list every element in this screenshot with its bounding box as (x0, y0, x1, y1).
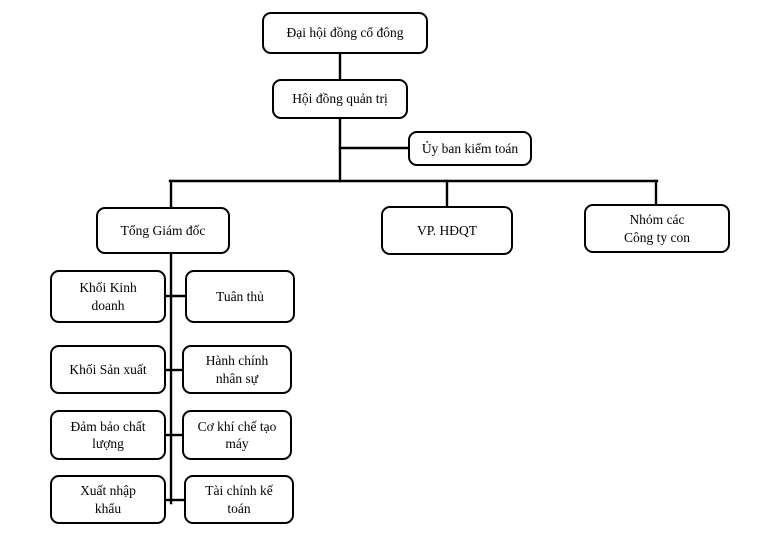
node-shareholders-meeting[interactable]: Đại hội đồng cổ đông (262, 12, 428, 54)
node-compliance[interactable]: Tuân thủ (185, 270, 295, 323)
node-label: Nhóm các Công ty con (624, 212, 690, 245)
node-quality-assurance[interactable]: Đảm bảo chất lượng (50, 410, 166, 460)
node-label: VP. HĐQT (416, 222, 477, 238)
node-subsidiaries[interactable]: Nhóm các Công ty con (584, 204, 730, 253)
node-import-export[interactable]: Xuất nhập khẩu (50, 475, 166, 524)
node-label: Cơ khí chế tạo máy (197, 418, 277, 451)
node-label: Hành chính nhân sự (205, 353, 269, 386)
node-board-of-directors[interactable]: Hội đồng quản trị (272, 79, 408, 119)
node-label: Đại hội đồng cổ đông (286, 25, 404, 41)
node-label: Tuân thủ (216, 288, 264, 304)
node-label: Ủy ban kiểm toán (421, 140, 519, 156)
node-bod-office[interactable]: VP. HĐQT (381, 206, 513, 255)
node-ceo[interactable]: Tổng Giám đốc (96, 207, 230, 254)
node-mechanical-manufacturing[interactable]: Cơ khí chế tạo máy (182, 410, 292, 460)
node-label: Xuất nhập khẩu (80, 483, 136, 516)
node-production-division[interactable]: Khối Sản xuất (50, 345, 166, 394)
node-label: Tài chính kế toán (205, 483, 273, 516)
node-business-division[interactable]: Khối Kinh doanh (50, 270, 166, 323)
node-label: Đảm bảo chất lượng (70, 418, 146, 451)
node-label: Khối Kinh doanh (79, 280, 137, 313)
node-finance-accounting[interactable]: Tài chính kế toán (184, 475, 294, 524)
node-label: Khối Sản xuất (69, 361, 147, 377)
node-label: Hội đồng quản trị (292, 91, 388, 107)
node-hr-admin[interactable]: Hành chính nhân sự (182, 345, 292, 394)
node-audit-committee[interactable]: Ủy ban kiểm toán (408, 131, 532, 166)
node-label: Tổng Giám đốc (120, 222, 206, 238)
